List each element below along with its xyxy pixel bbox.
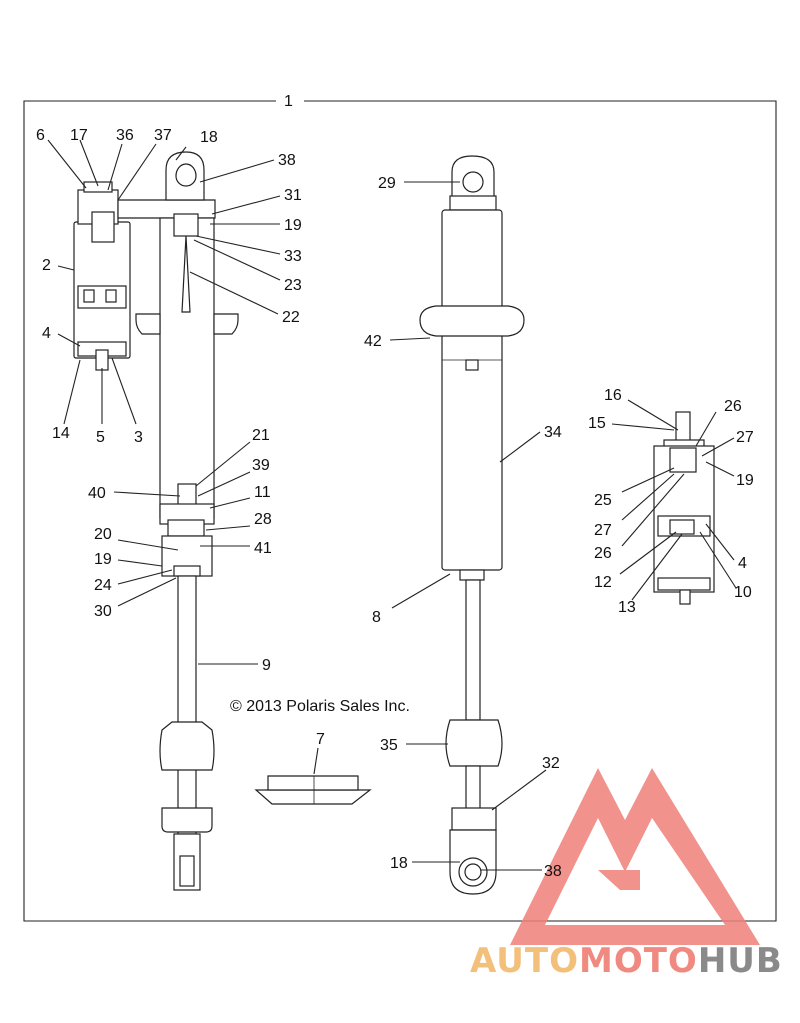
callout-23: 23 (284, 277, 302, 294)
wordmark-auto: AUTO (470, 941, 579, 981)
callout-26-lower: 26 (594, 545, 612, 562)
callout-19-right: 19 (736, 472, 754, 489)
callout-11: 11 (254, 484, 271, 501)
right-reservoir-assembly (653, 411, 715, 605)
callout-3: 3 (134, 429, 143, 446)
callout-36: 36 (116, 127, 134, 144)
callout-labels: 1 6 17 36 37 18 38 31 19 33 23 22 2 4 14… (36, 93, 754, 880)
callout-24: 24 (94, 577, 112, 594)
diagram-frame (23, 100, 777, 922)
callout-26: 26 (724, 398, 742, 415)
copyright-notice: © 2013 Polaris Sales Inc. (230, 698, 410, 715)
callout-13: 13 (618, 599, 636, 616)
callout-9: 9 (262, 657, 271, 674)
callout-38-bottom: 38 (544, 863, 562, 880)
callout-12: 12 (594, 574, 612, 591)
callout-4-right: 4 (738, 555, 747, 572)
callout-25: 25 (594, 492, 612, 509)
callout-29: 29 (378, 175, 396, 192)
callout-39: 39 (252, 457, 270, 474)
automotohub-logo (510, 768, 760, 945)
callout-22: 22 (282, 309, 300, 326)
callout-40: 40 (88, 485, 106, 502)
callout-27: 27 (736, 429, 754, 446)
wordmark-hub: HUB (698, 941, 783, 981)
center-shock-assembly (419, 155, 525, 895)
callout-4: 4 (42, 325, 51, 342)
callout-41: 41 (254, 540, 272, 557)
callout-17: 17 (70, 127, 88, 144)
wordmark-moto: MOTO (579, 941, 698, 981)
callout-35: 35 (380, 737, 398, 754)
callout-16: 16 (604, 387, 622, 404)
callout-19: 19 (284, 217, 302, 234)
callout-20: 20 (94, 526, 112, 543)
callout-28: 28 (254, 511, 272, 528)
callout-31: 31 (284, 187, 302, 204)
callout-34: 34 (544, 424, 562, 441)
callout-2: 2 (42, 257, 51, 274)
callout-8: 8 (372, 609, 381, 626)
left-shock-assembly (73, 151, 239, 891)
callout-5: 5 (96, 429, 105, 446)
leader-lines (47, 139, 737, 871)
callout-33: 33 (284, 248, 302, 265)
automotohub-wordmark: AUTOMOTOHUB (470, 941, 783, 981)
callout-18: 18 (200, 129, 218, 146)
callout-19-left: 19 (94, 551, 112, 568)
callout-18-bottom: 18 (390, 855, 408, 872)
callout-37: 37 (154, 127, 172, 144)
part-7-cap (254, 775, 372, 805)
callout-10: 10 (734, 584, 752, 601)
callout-15: 15 (588, 415, 606, 432)
callout-38: 38 (278, 152, 296, 169)
callout-14: 14 (52, 425, 70, 442)
callout-30: 30 (94, 603, 112, 620)
callout-27-lower: 27 (594, 522, 612, 539)
callout-42: 42 (364, 333, 382, 350)
callout-21: 21 (252, 427, 270, 444)
callout-6: 6 (36, 127, 45, 144)
callout-32: 32 (542, 755, 560, 772)
callout-7: 7 (316, 731, 325, 748)
callout-1: 1 (284, 93, 293, 110)
